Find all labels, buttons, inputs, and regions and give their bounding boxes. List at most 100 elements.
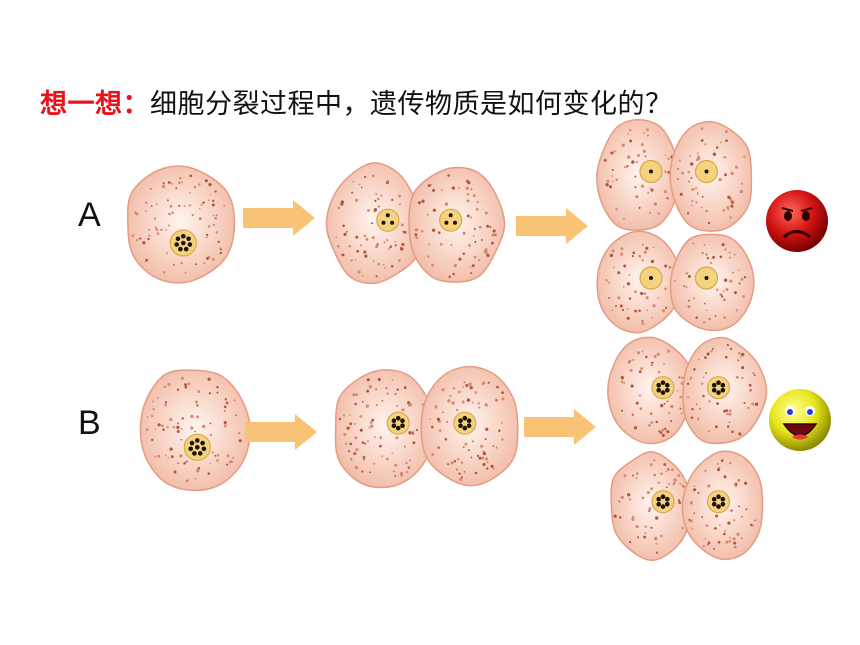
chromosome: [716, 380, 721, 386]
chromosome: [711, 382, 717, 388]
cell-membrane: [596, 230, 683, 334]
chromosome: [665, 496, 670, 502]
cell-membrane: [126, 165, 236, 284]
cell-membrane: [610, 451, 692, 562]
chromosome: [660, 380, 666, 386]
chromosome: [711, 387, 717, 393]
arrow-to-daughters-b: [524, 409, 596, 445]
chromosome: [395, 416, 401, 421]
cell-membrane: [139, 369, 251, 492]
chromosome: [391, 418, 397, 424]
chromosome: [183, 246, 189, 252]
cell-granules: [429, 381, 505, 481]
chromosome: [197, 451, 203, 456]
chromosome: [195, 445, 200, 450]
cell-granules: [603, 128, 674, 220]
chromosome: [656, 496, 661, 502]
chromosome: [466, 423, 472, 429]
chromosome: [660, 494, 666, 500]
cell-membrane: [596, 118, 680, 231]
chromosome: [188, 446, 193, 452]
chromosome: [175, 236, 181, 242]
chromosome: [466, 418, 472, 424]
chromosome: [660, 504, 666, 509]
nucleus: [706, 490, 731, 514]
cell-granules: [688, 459, 756, 550]
daughter-cell-left: [610, 451, 692, 562]
cell-granules: [335, 174, 417, 278]
row-label-b: B: [78, 404, 101, 442]
title-question: 细胞分裂过程中，遗传物质是如何变化的？: [150, 89, 673, 120]
chromosome: [649, 169, 653, 174]
daughter-pair-bottom-b: [610, 450, 764, 562]
cell-granules: [414, 174, 497, 279]
nucleus: [651, 490, 675, 514]
arrow-to-dividing-b: [245, 414, 317, 450]
daughter-cell-right: [682, 336, 768, 445]
chromosome: [400, 418, 405, 424]
chromosome: [400, 423, 405, 429]
happy-face-icon: [769, 389, 831, 451]
daughter-cell-left: [607, 336, 692, 445]
cell-granules: [131, 174, 226, 274]
chromosome: [178, 246, 183, 252]
nucleus: [386, 411, 410, 435]
arrow-to-daughters-a: [516, 208, 588, 244]
chromosome: [187, 242, 193, 247]
cell-granules: [673, 242, 747, 324]
chromosome: [665, 387, 670, 393]
chromosome: [195, 438, 200, 443]
chromosome: [462, 425, 468, 431]
chromosome: [720, 501, 726, 507]
chromosome: [660, 390, 666, 395]
arrow-to-dividing-a: [243, 200, 315, 236]
chromosome: [181, 233, 186, 239]
daughter-cell-left: [334, 369, 437, 489]
chromosome: [720, 496, 726, 502]
chromosome: [201, 446, 207, 452]
daughter-cell-right: [669, 120, 753, 232]
dividing-cell-b: [334, 365, 519, 489]
chromosome: [200, 440, 205, 446]
chromosome: [656, 501, 661, 507]
chromosome: [656, 387, 661, 393]
chromosome: [720, 382, 726, 388]
cell-granules: [605, 243, 672, 325]
nucleus: [453, 411, 477, 435]
cell-membrane: [325, 162, 423, 285]
nucleus: [651, 376, 675, 400]
daughter-pair-bottom-a: [596, 230, 755, 334]
daughter-cell-left: [596, 230, 683, 334]
cell-granules: [686, 343, 759, 436]
cell-membrane: [607, 336, 692, 445]
chromosome: [711, 496, 717, 502]
daughter-cell-right: [408, 166, 506, 283]
cell-granules: [145, 376, 242, 483]
chromosome: [665, 382, 670, 388]
chromosome: [711, 501, 717, 507]
chromosome: [665, 501, 670, 507]
chromosome: [444, 220, 449, 225]
cell-granules: [338, 377, 427, 477]
chromosome: [385, 213, 390, 218]
parent-cell-a: [126, 165, 236, 284]
chromosome: [395, 425, 401, 431]
chromosome: [390, 220, 395, 225]
chromosome: [458, 423, 463, 429]
nucleus: [376, 208, 400, 232]
chromosome: [656, 382, 661, 388]
chromosome: [462, 416, 468, 421]
daughter-pair-top-a: [596, 118, 753, 232]
chromosome: [716, 390, 721, 395]
title-highlight: 想一想：: [40, 89, 150, 120]
question-title: 想一想：细胞分裂过程中，遗传物质是如何变化的？: [40, 82, 673, 121]
daughter-cell-left: [596, 118, 680, 231]
chromosome: [174, 242, 179, 247]
daughter-cell-right: [420, 365, 519, 487]
parent-cell-b: [139, 369, 251, 492]
chromosome: [189, 440, 195, 446]
chromosome: [704, 169, 709, 174]
chromosome: [716, 494, 721, 500]
row-label-a: A: [78, 196, 101, 234]
